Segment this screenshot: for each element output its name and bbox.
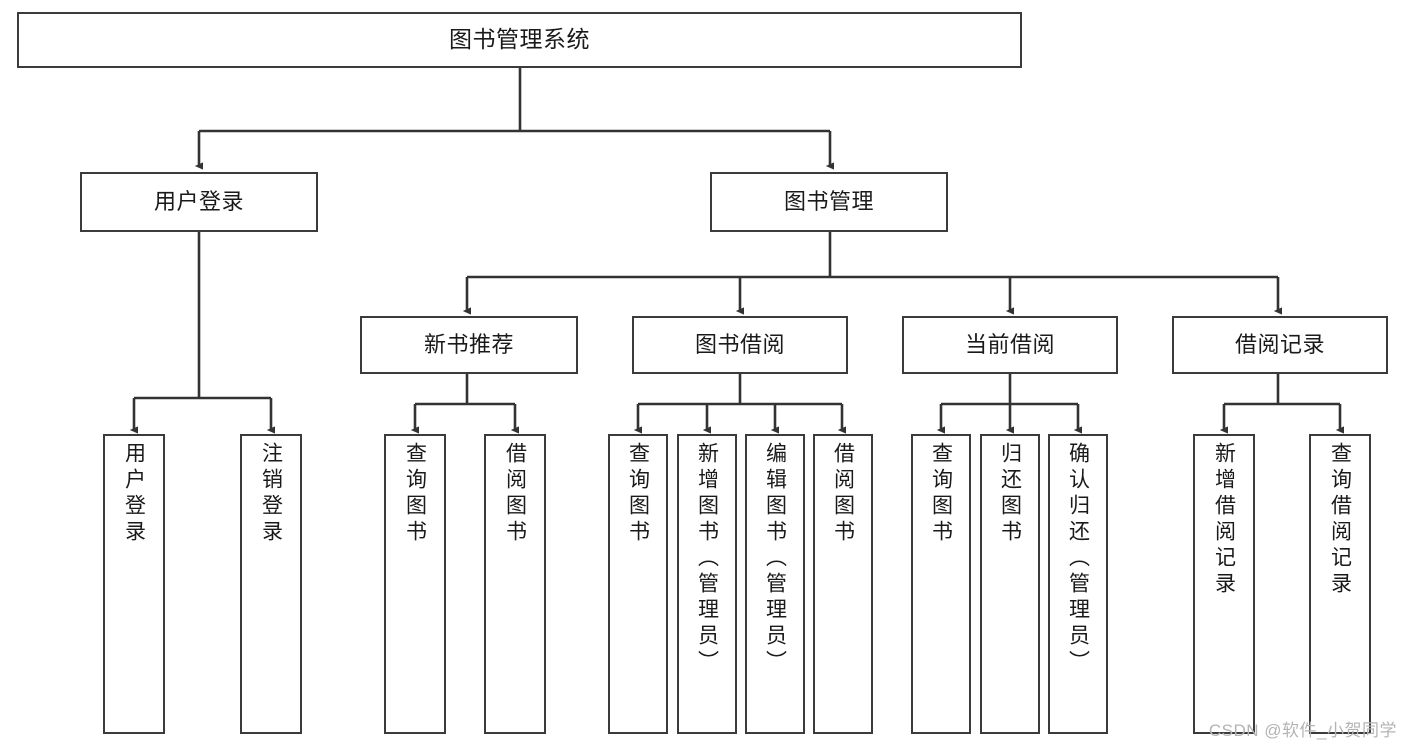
node-leaf-confirm-return[interactable]: 确认归还（管理员） — [1048, 434, 1108, 734]
node-leaf-query-book-current[interactable]: 查询图书 — [911, 434, 971, 734]
node-leaf-query-borrow-record[interactable]: 查询借阅记录 — [1309, 434, 1371, 734]
node-book-borrow[interactable]: 图书借阅 — [632, 316, 848, 374]
node-label: 借阅图书 — [503, 442, 527, 546]
node-leaf-return-book[interactable]: 归还图书 — [980, 434, 1040, 734]
node-label: 用户登录 — [153, 189, 244, 215]
node-label: 借阅图书 — [831, 442, 855, 546]
node-label: 图书管理 — [783, 189, 874, 215]
node-leaf-query-book-borrow[interactable]: 查询图书 — [608, 434, 668, 734]
node-leaf-user-login[interactable]: 用户登录 — [103, 434, 165, 734]
node-label: 当前借阅 — [964, 332, 1055, 358]
node-label: 查询图书 — [929, 442, 953, 546]
node-current-borrow[interactable]: 当前借阅 — [902, 316, 1118, 374]
node-label: 借阅记录 — [1234, 332, 1325, 358]
node-root-book-management-system[interactable]: 图书管理系统 — [17, 12, 1022, 68]
node-label: 确认归还（管理员） — [1066, 442, 1090, 676]
node-label: 用户登录 — [122, 442, 146, 546]
node-leaf-borrow-book[interactable]: 借阅图书 — [813, 434, 873, 734]
node-label: 图书借阅 — [694, 332, 785, 358]
node-label: 查询图书 — [626, 442, 650, 546]
node-new-book-recommend[interactable]: 新书推荐 — [360, 316, 578, 374]
node-label: 图书管理系统 — [449, 26, 590, 53]
node-leaf-edit-book[interactable]: 编辑图书（管理员） — [745, 434, 805, 734]
node-label: 查询借阅记录 — [1328, 442, 1352, 598]
node-leaf-logout-login[interactable]: 注销登录 — [240, 434, 302, 734]
node-label: 注销登录 — [259, 442, 283, 546]
node-label: 查询图书 — [403, 442, 427, 546]
node-leaf-add-borrow-record[interactable]: 新增借阅记录 — [1193, 434, 1255, 734]
node-leaf-query-book-recommend[interactable]: 查询图书 — [384, 434, 446, 734]
node-label: 新增图书（管理员） — [695, 442, 719, 676]
node-label: 归还图书 — [998, 442, 1022, 546]
node-label: 新书推荐 — [423, 332, 514, 358]
node-label: 新增借阅记录 — [1212, 442, 1236, 598]
node-user-login[interactable]: 用户登录 — [80, 172, 318, 232]
node-leaf-borrow-book-recommend[interactable]: 借阅图书 — [484, 434, 546, 734]
node-label: 编辑图书（管理员） — [763, 442, 787, 676]
node-borrow-record[interactable]: 借阅记录 — [1172, 316, 1388, 374]
node-book-management[interactable]: 图书管理 — [710, 172, 948, 232]
node-leaf-add-book[interactable]: 新增图书（管理员） — [677, 434, 737, 734]
